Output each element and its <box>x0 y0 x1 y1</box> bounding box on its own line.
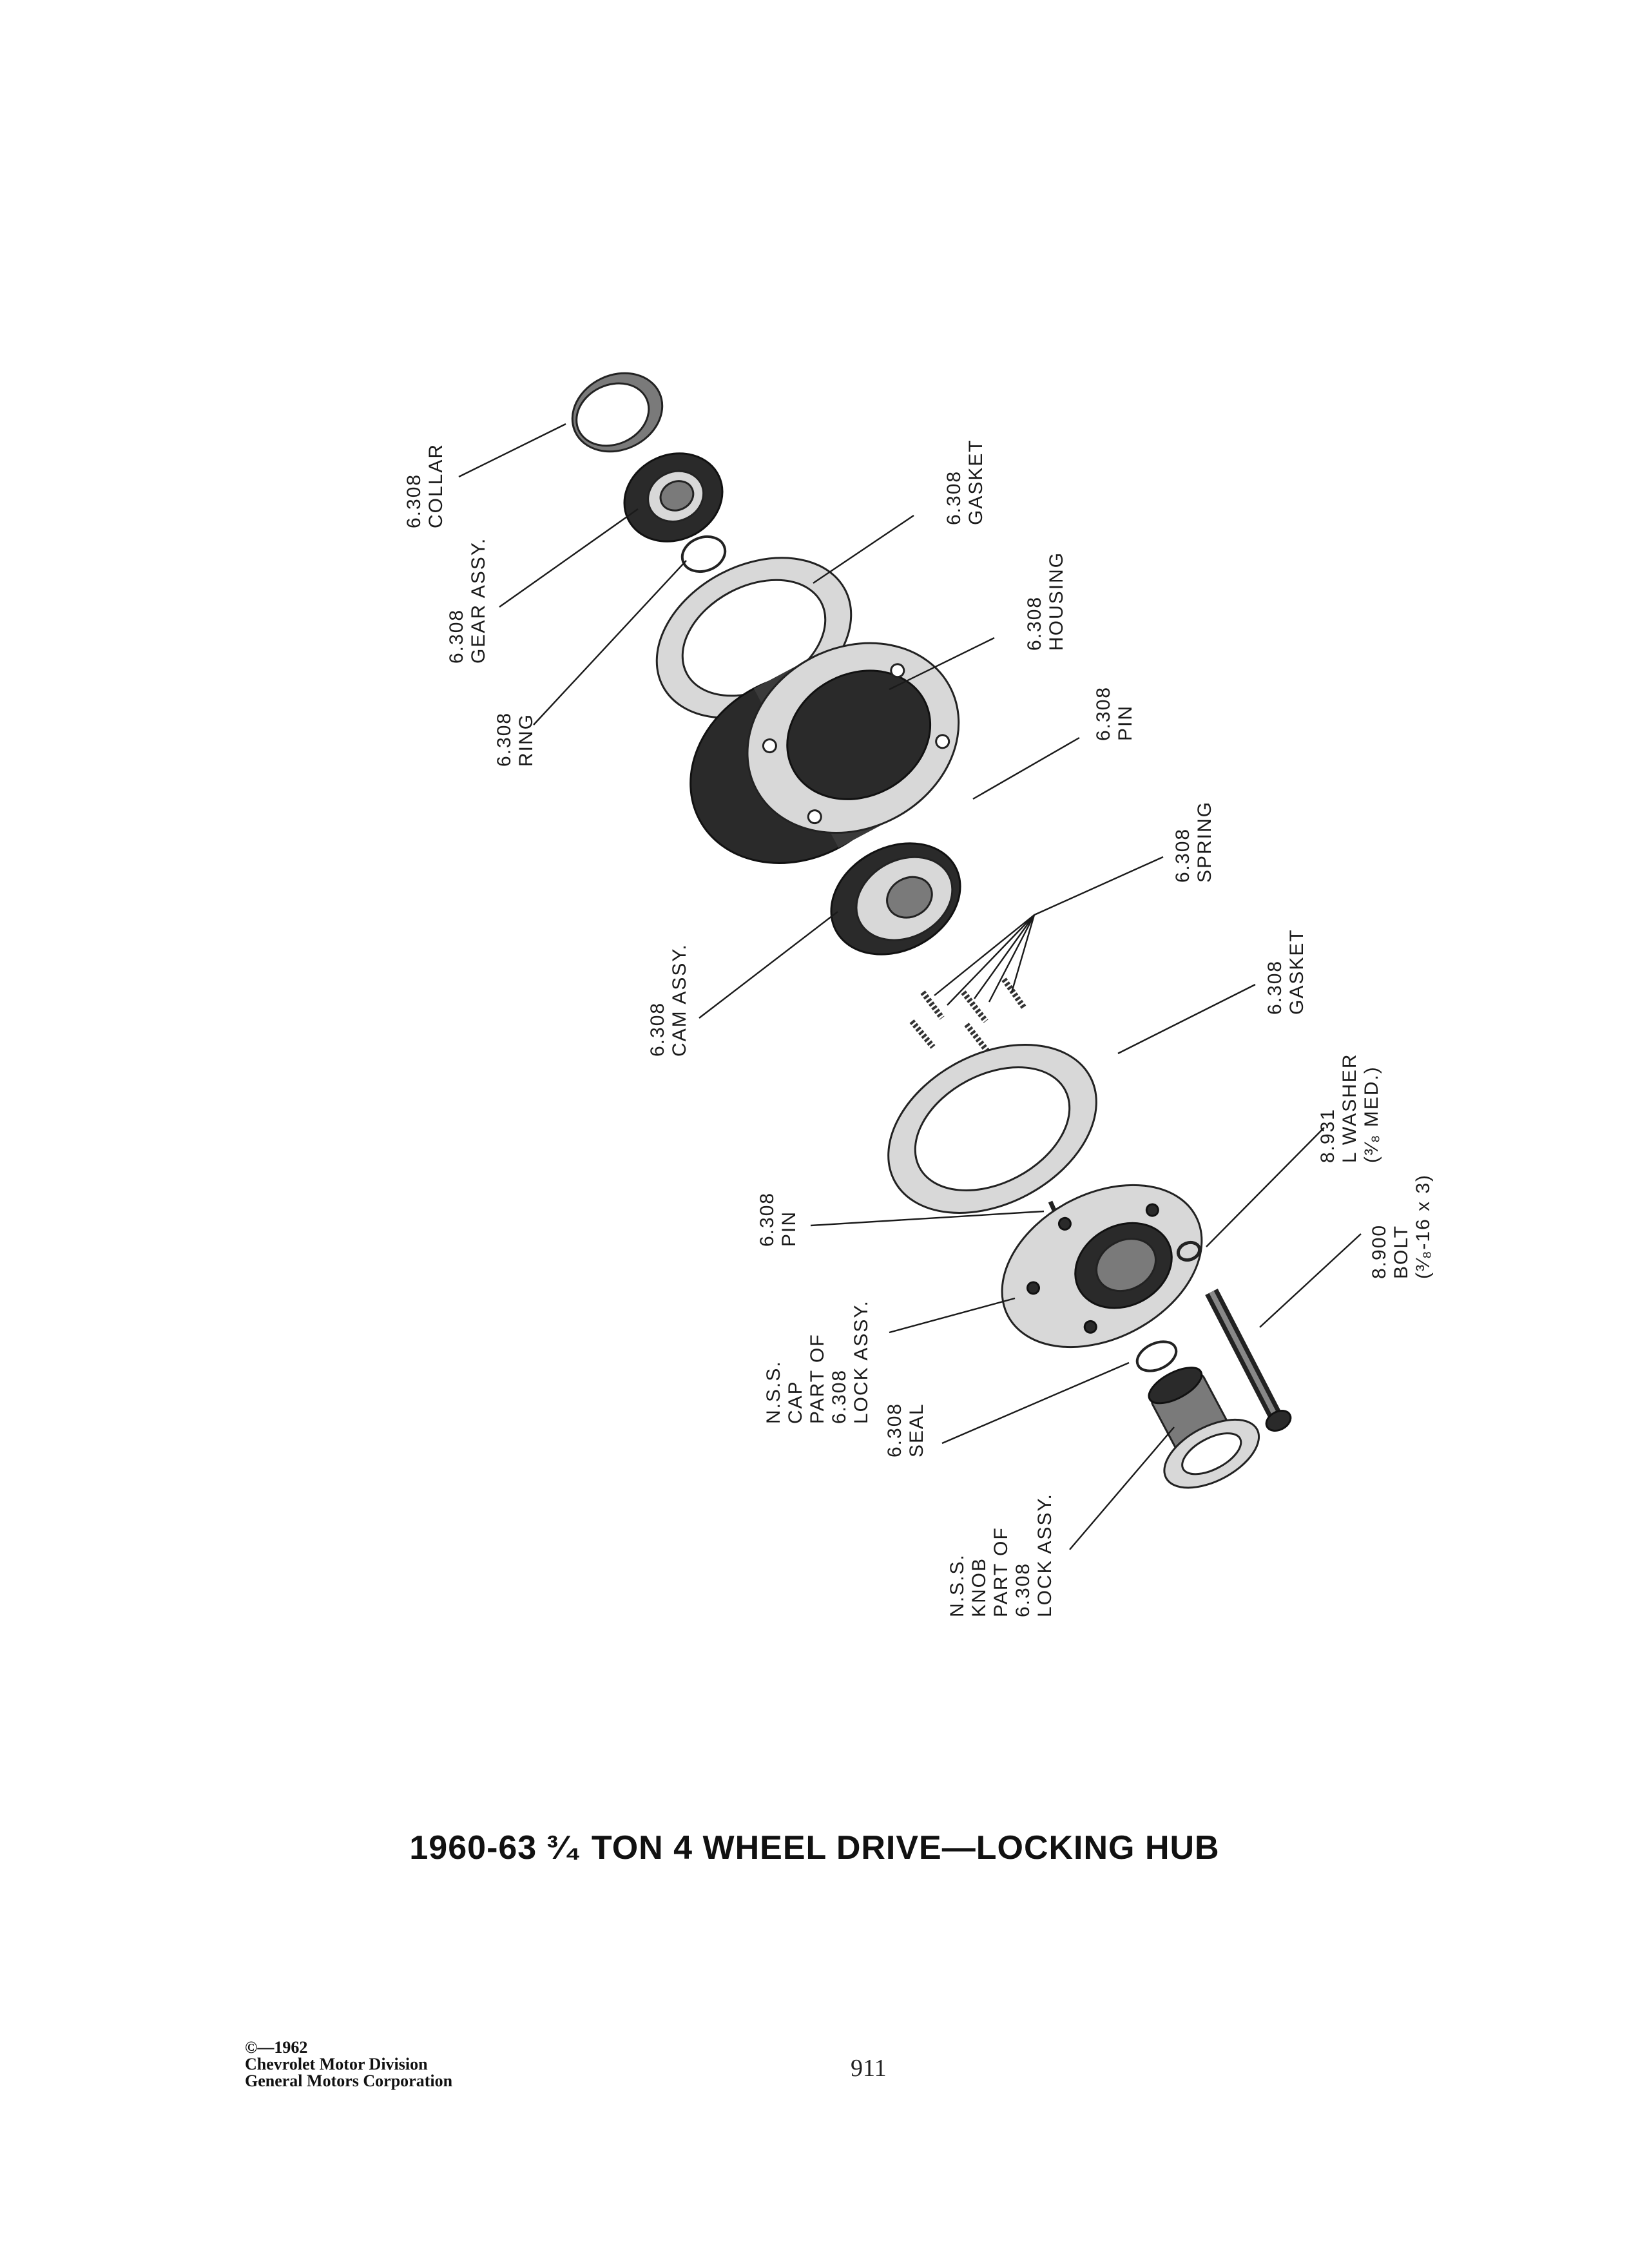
svg-text:PART OF: PART OF <box>807 1333 828 1424</box>
svg-text:SPRING: SPRING <box>1194 801 1215 883</box>
label-cam-assy: 6.308 CAM ASSY. <box>647 943 690 1057</box>
svg-text:6.308: 6.308 <box>1093 686 1114 741</box>
leader-lines <box>458 423 1362 1550</box>
svg-text:6.308: 6.308 <box>494 712 515 767</box>
svg-text:6.308: 6.308 <box>403 474 425 528</box>
svg-text:6.308: 6.308 <box>647 1002 668 1057</box>
knob-part <box>1148 1367 1260 1489</box>
svg-text:LOCK ASSY.: LOCK ASSY. <box>851 1300 872 1424</box>
cap-part <box>1001 1184 1203 1349</box>
svg-text:CAM ASSY.: CAM ASSY. <box>669 943 690 1057</box>
label-bolt: 8.900 BOLT (³⁄₈-16 x 3) <box>1369 1174 1434 1279</box>
label-cap: N.S.S. CAP PART OF 6.308 LOCK ASSY. <box>763 1300 872 1424</box>
copyright-year: ©—1962 <box>245 2038 308 2057</box>
bolt-part <box>1205 1288 1292 1432</box>
svg-text:KNOB: KNOB <box>969 1557 990 1617</box>
collar-part <box>571 372 664 453</box>
svg-text:6.308: 6.308 <box>1012 1562 1034 1617</box>
svg-text:8.931: 8.931 <box>1317 1108 1338 1163</box>
svg-text:6.308: 6.308 <box>757 1192 778 1247</box>
svg-text:6.308: 6.308 <box>884 1403 905 1457</box>
svg-text:6.308: 6.308 <box>1264 960 1286 1015</box>
page-number: 911 <box>851 2055 887 2082</box>
svg-text:LOCK ASSY.: LOCK ASSY. <box>1034 1493 1055 1617</box>
svg-text:6.308: 6.308 <box>829 1369 850 1424</box>
gasket-bottom-part <box>887 1044 1097 1214</box>
housing-part <box>689 642 960 864</box>
svg-text:GEAR ASSY.: GEAR ASSY. <box>468 537 489 664</box>
label-collar: 6.308 COLLAR <box>403 443 447 528</box>
svg-text:N.S.S.: N.S.S. <box>763 1360 784 1424</box>
seal-part <box>1135 1340 1178 1372</box>
svg-text:(³⁄₈-16 x 3): (³⁄₈-16 x 3) <box>1412 1174 1434 1279</box>
label-ring: 6.308 RING <box>494 712 537 767</box>
svg-text:BOLT: BOLT <box>1391 1225 1412 1279</box>
svg-text:HOUSING: HOUSING <box>1046 552 1067 651</box>
svg-text:GASKET: GASKET <box>1286 928 1307 1015</box>
label-housing: 6.308 HOUSING <box>1024 552 1067 651</box>
l-washer-part <box>1176 1240 1202 1262</box>
label-seal: 6.308 SEAL <box>884 1403 927 1457</box>
svg-text:(³⁄₈ MED.): (³⁄₈ MED.) <box>1361 1066 1382 1163</box>
svg-text:GASKET: GASKET <box>965 439 987 525</box>
svg-text:CAP: CAP <box>785 1380 806 1424</box>
svg-text:SEAL: SEAL <box>906 1403 927 1457</box>
label-gasket-bottom: 6.308 GASKET <box>1264 928 1307 1015</box>
svg-text:6.308: 6.308 <box>446 609 467 664</box>
ring-part <box>680 535 727 573</box>
svg-text:PART OF: PART OF <box>990 1526 1012 1617</box>
svg-text:6.308: 6.308 <box>943 470 965 525</box>
label-knob: N.S.S. KNOB PART OF 6.308 LOCK ASSY. <box>947 1493 1055 1617</box>
gear-assy-part <box>623 452 724 543</box>
svg-text:RING: RING <box>516 713 537 767</box>
page-title: 1960-63 ³⁄₄ TON 4 WHEEL DRIVE—LOCKING HU… <box>409 1829 1220 1867</box>
svg-text:PIN: PIN <box>778 1211 800 1247</box>
svg-text:8.900: 8.900 <box>1369 1224 1390 1279</box>
svg-text:N.S.S.: N.S.S. <box>947 1553 968 1617</box>
svg-text:6.308: 6.308 <box>1024 596 1045 651</box>
springs-part <box>909 977 1027 1055</box>
label-spring: 6.308 SPRING <box>1172 801 1215 883</box>
svg-text:PIN: PIN <box>1115 705 1136 741</box>
copyright-corporation: General Motors Corporation <box>245 2071 453 2090</box>
label-pin-bottom: 6.308 PIN <box>757 1192 800 1247</box>
label-gear-assy: 6.308 GEAR ASSY. <box>446 537 489 664</box>
label-pin-top: 6.308 PIN <box>1093 686 1136 741</box>
svg-text:L WASHER: L WASHER <box>1339 1053 1360 1163</box>
label-gasket-top: 6.308 GASKET <box>943 439 987 525</box>
svg-text:6.308: 6.308 <box>1172 828 1193 883</box>
copyright-notice: ©—1962 Chevrolet Motor Division General … <box>245 2039 452 2090</box>
label-l-washer: 8.931 L WASHER (³⁄₈ MED.) <box>1317 1053 1382 1163</box>
cam-assy-part <box>830 842 961 956</box>
copyright-division: Chevrolet Motor Division <box>245 2055 428 2073</box>
svg-text:COLLAR: COLLAR <box>425 443 447 528</box>
